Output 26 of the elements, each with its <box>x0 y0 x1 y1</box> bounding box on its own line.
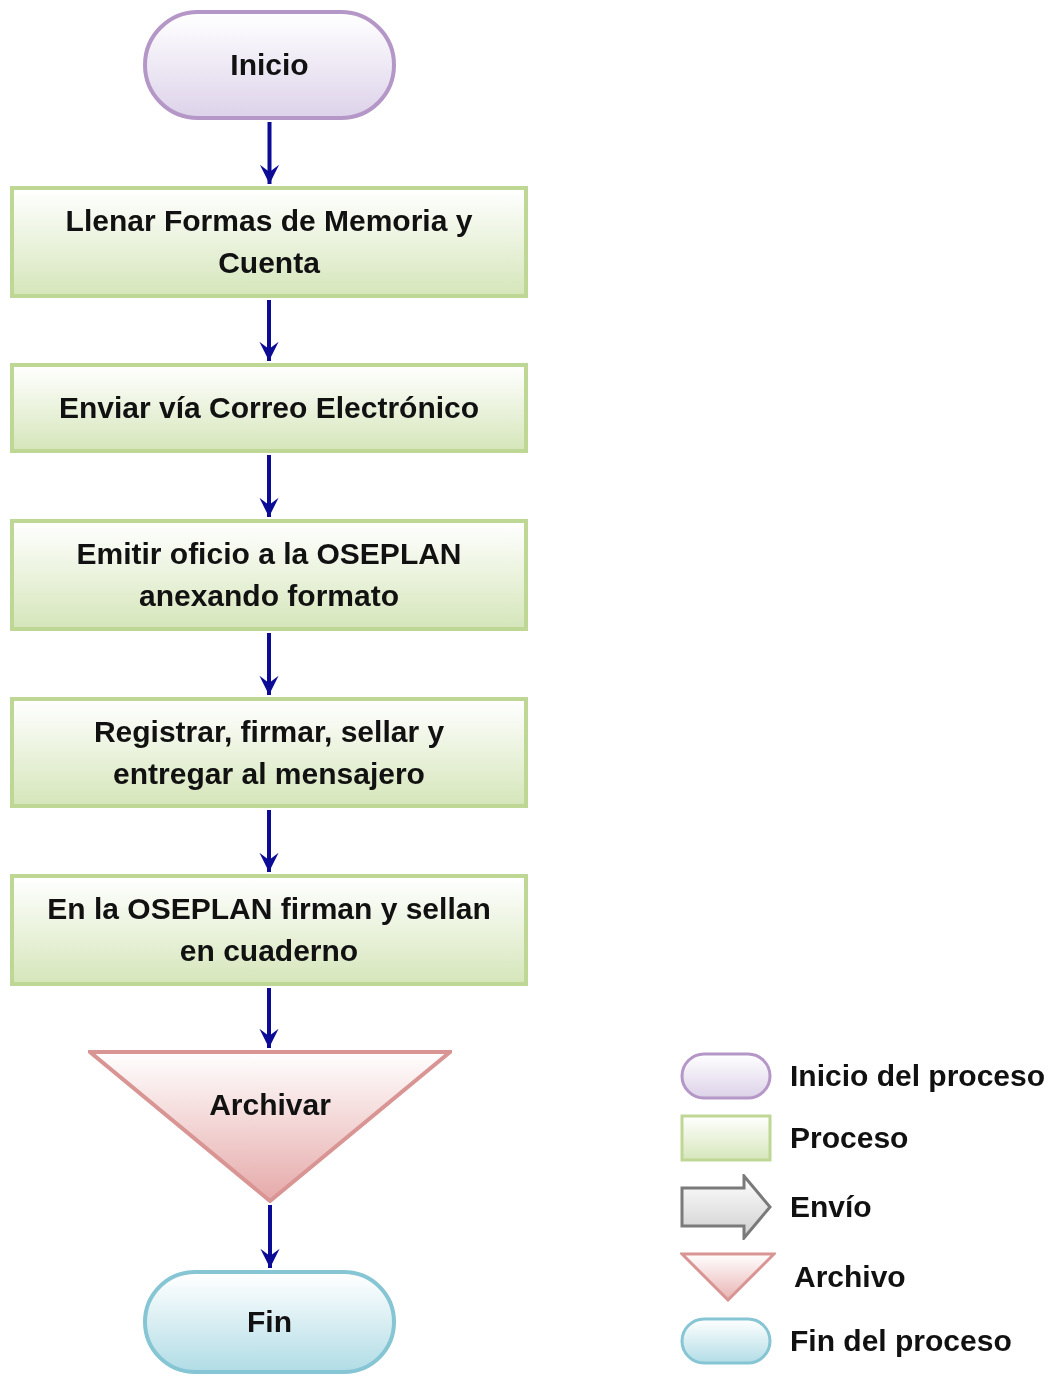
arrow <box>259 988 279 1048</box>
arrow <box>260 1205 280 1268</box>
process-box <box>10 697 528 808</box>
process-box <box>10 519 528 631</box>
process-box <box>10 186 528 298</box>
node-text: En la OSEPLAN firman y sellan en cuaderno <box>46 891 492 969</box>
legend-label: Fin del proceso <box>790 1324 1012 1358</box>
node-text: Archivar <box>208 1087 332 1123</box>
legend-label: Proceso <box>790 1121 909 1155</box>
process-box <box>10 363 528 453</box>
node-text: Fin <box>247 1304 292 1340</box>
node-text: Enviar vía Correo Electrónico <box>58 390 480 426</box>
arrow <box>259 300 279 361</box>
arrow <box>259 633 279 695</box>
node-text: Llenar Formas de Memoria y Cuenta <box>64 203 474 281</box>
node-text: Inicio <box>230 47 309 83</box>
arrow <box>259 122 280 184</box>
arrow <box>259 455 279 517</box>
arrow <box>259 810 279 872</box>
archive-triangle <box>88 1050 452 1203</box>
process-box <box>10 874 528 986</box>
legend-label: Inicio del proceso <box>790 1059 1046 1093</box>
legend-label: Envío <box>790 1190 872 1224</box>
node-text: Registrar, firmar, sellar y entregar al mensajero <box>92 713 446 792</box>
node-text: Emitir oficio a la OSEPLAN anexando formato <box>75 536 463 614</box>
legend-label: Archivo <box>794 1260 906 1294</box>
